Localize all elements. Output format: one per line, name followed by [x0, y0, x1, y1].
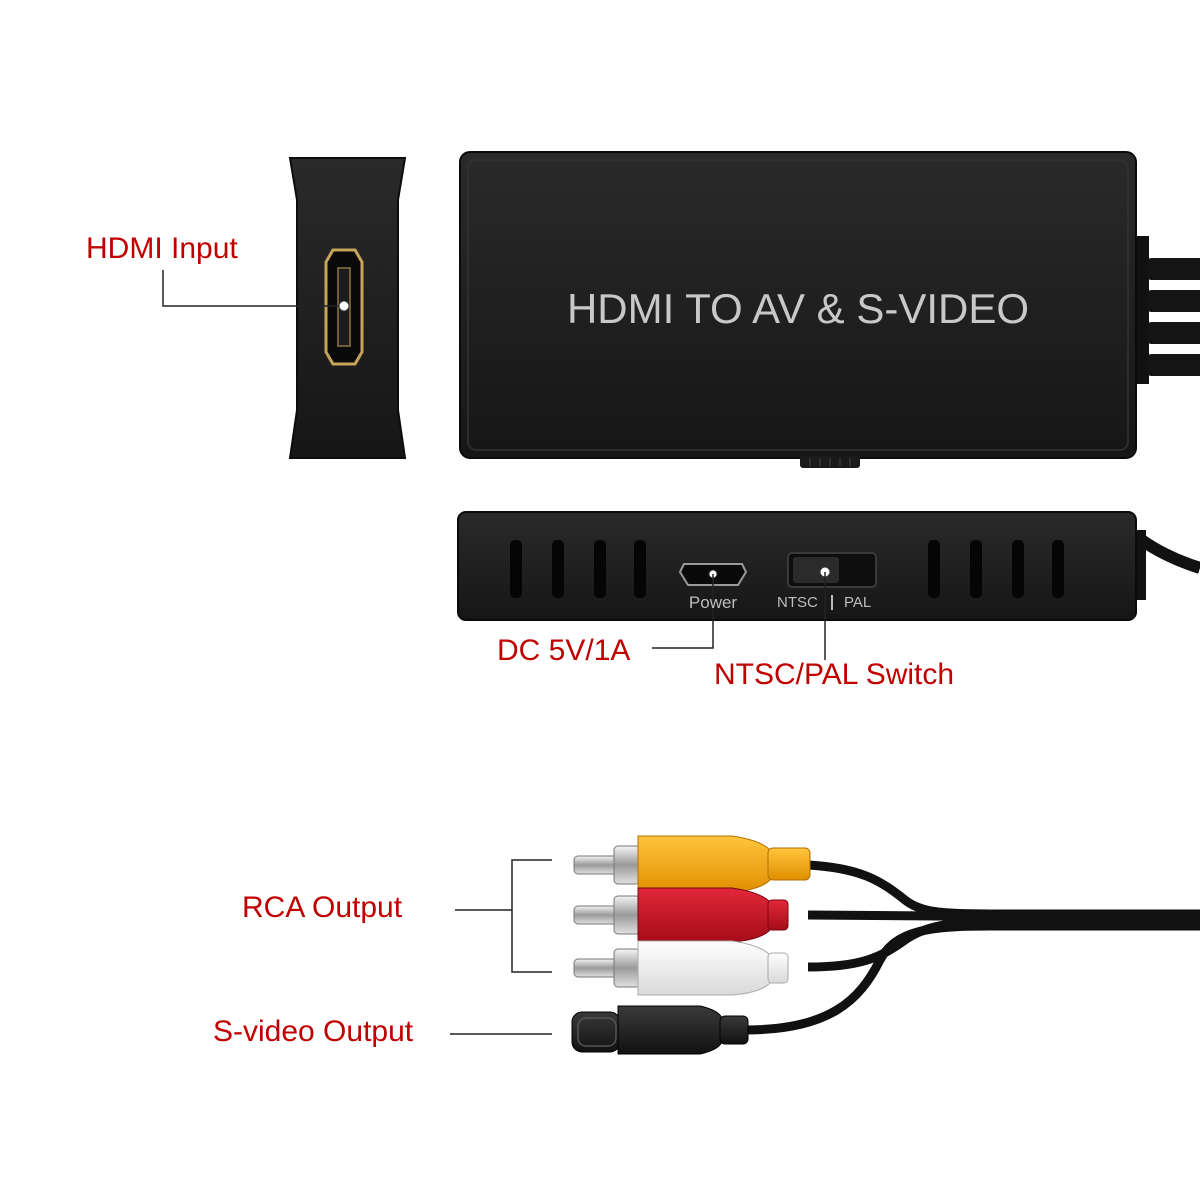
- switch-ntsc-label: NTSC: [777, 594, 818, 611]
- rca-yellow-connector: [573, 835, 811, 893]
- hdmi-port-icon: [324, 248, 364, 366]
- rca-output-callout: RCA Output: [242, 891, 403, 924]
- svideo-output-callout: S-video Output: [213, 1015, 414, 1048]
- svideo-connector: [571, 1005, 749, 1055]
- hdmi-input-leader: [162, 270, 339, 307]
- output-cables: [744, 860, 1200, 1035]
- dc-power-leader: [652, 574, 714, 649]
- converter-top-view: [459, 151, 1200, 468]
- rca-red-connector: [573, 887, 789, 943]
- device-title: HDMI TO AV & S-VIDEO: [566, 285, 1030, 332]
- hdmi-end-view: [288, 157, 407, 459]
- dc-power-callout: DC 5V/1A: [497, 634, 631, 667]
- rca-output-bracket: [455, 859, 552, 973]
- switch-pal-label: PAL: [844, 594, 872, 611]
- ntsc-pal-switch-callout: NTSC/PAL Switch: [714, 658, 955, 691]
- rca-white-connector: [573, 940, 789, 996]
- left-vents: [510, 540, 646, 598]
- converter-side-view: [457, 511, 1200, 621]
- right-vents: [928, 540, 1064, 598]
- switch-divider: [831, 595, 833, 610]
- power-port-label: Power: [688, 593, 738, 612]
- hdmi-input-callout: HDMI Input: [86, 232, 238, 265]
- ntsc-pal-switch-icon: [787, 552, 877, 588]
